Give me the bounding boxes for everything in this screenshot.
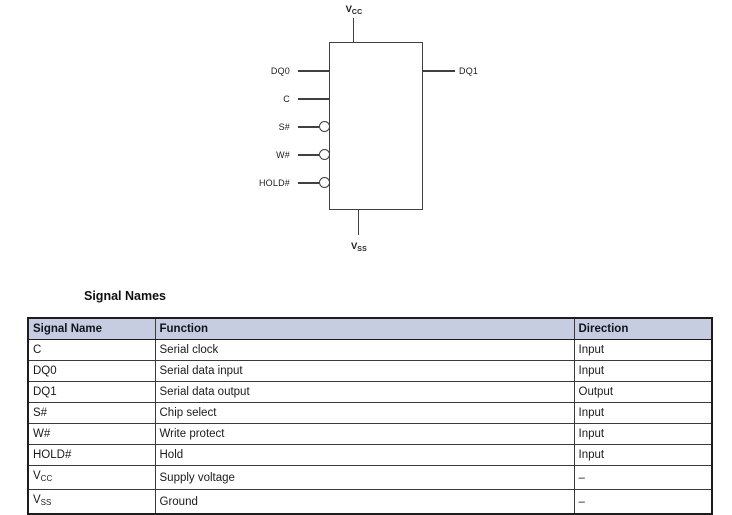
- pin-label-wn: W#: [276, 150, 290, 160]
- chip-outline: [329, 42, 423, 210]
- pin-label-c: C: [283, 94, 290, 104]
- function-cell: Supply voltage: [154, 465, 575, 490]
- signal-cell: C: [27, 339, 156, 361]
- function-cell: Serial data input: [154, 360, 575, 382]
- vcc-pin-line: [352, 18, 354, 43]
- active-low-bubble-icon: [318, 149, 330, 160]
- function-cell: Chip select: [154, 402, 575, 424]
- direction-cell: Output: [573, 381, 713, 403]
- active-low-bubble-icon: [318, 121, 330, 132]
- vss-pin-line: [357, 210, 359, 235]
- active-low-bubble-icon: [318, 177, 330, 188]
- pin-wire: [298, 154, 319, 156]
- function-cell: Serial clock: [154, 339, 575, 361]
- vcc-pin-label: VCC: [345, 4, 363, 16]
- pin-wire: [298, 182, 319, 184]
- pin-wire: [298, 70, 330, 72]
- pin-wire: [298, 98, 330, 100]
- pin-label-holdn: HOLD#: [258, 178, 290, 188]
- signal-cell: HOLD#: [27, 444, 156, 466]
- header-direction: Direction: [573, 317, 713, 340]
- signal-cell: VCC: [27, 465, 156, 490]
- signal-cell: S#: [27, 402, 156, 424]
- pin-wire: [423, 70, 455, 72]
- direction-cell: Input: [573, 423, 713, 445]
- pin-label-sn: S#: [278, 122, 290, 132]
- direction-cell: Input: [573, 402, 713, 424]
- direction-cell: Input: [573, 444, 713, 466]
- header-signal-name: Signal Name: [27, 317, 156, 340]
- pin-wire: [298, 126, 319, 128]
- signal-cell: DQ0: [27, 360, 156, 382]
- direction-cell: –: [573, 465, 713, 490]
- table-header-row: Signal Name Function Direction: [27, 317, 713, 340]
- function-cell: Serial data output: [154, 381, 575, 403]
- table-title: Signal Names: [84, 289, 166, 303]
- vss-pin-label: VSS: [350, 241, 368, 253]
- direction-cell: Input: [573, 360, 713, 382]
- signal-cell: DQ1: [27, 381, 156, 403]
- pin-label-dq1: DQ1: [459, 66, 479, 76]
- pin-label-dq0: DQ0: [270, 66, 290, 76]
- function-cell: Hold: [154, 444, 575, 466]
- signal-cell: W#: [27, 423, 156, 445]
- header-function: Function: [154, 317, 575, 340]
- function-cell: Write protect: [154, 423, 575, 445]
- direction-cell: Input: [573, 339, 713, 361]
